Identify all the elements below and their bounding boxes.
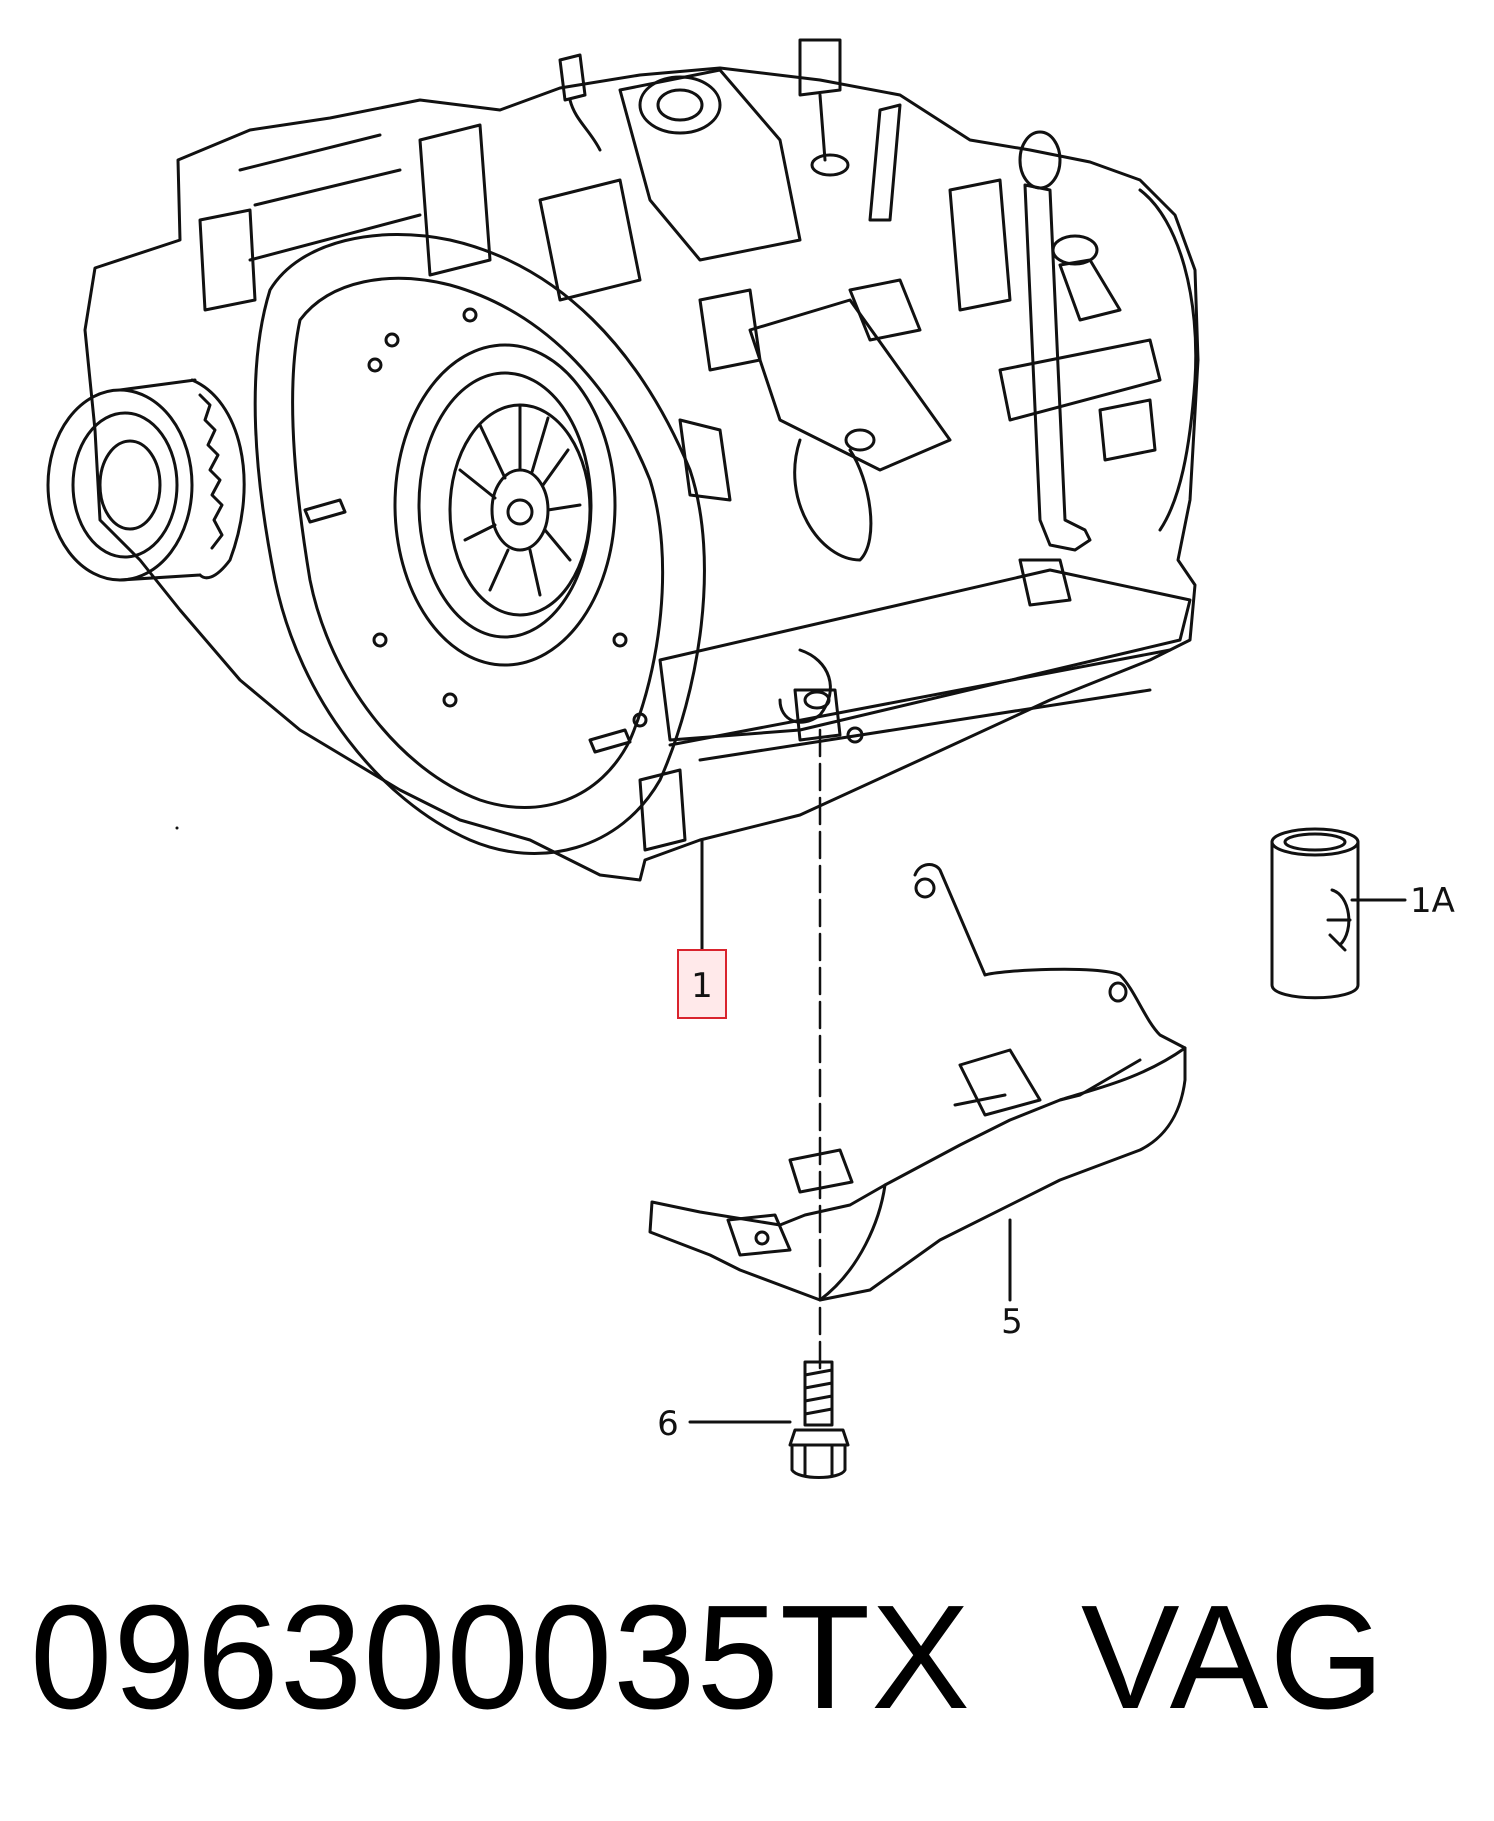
- callout-label-1[interactable]: 1: [691, 966, 713, 1006]
- callout-label-6[interactable]: 6: [657, 1404, 679, 1444]
- exploded-parts-diagram: 1 1A 5 6: [46, 38, 1455, 1479]
- highlight-box-item-1: [677, 949, 727, 1019]
- part-number-caption: 096300035TX VAG: [30, 1578, 1386, 1738]
- callout-label-1a[interactable]: 1A: [1410, 881, 1455, 921]
- brand-name: VAG: [1080, 1575, 1386, 1740]
- part-number: 096300035TX: [30, 1575, 971, 1740]
- guard-plate-item-5: [648, 863, 1187, 1302]
- fluid-can-item-1a: [1270, 827, 1407, 1000]
- bolt-item-6: [688, 1360, 850, 1479]
- transmission-assembly: [46, 38, 1200, 882]
- callout-label-5[interactable]: 5: [1001, 1302, 1023, 1342]
